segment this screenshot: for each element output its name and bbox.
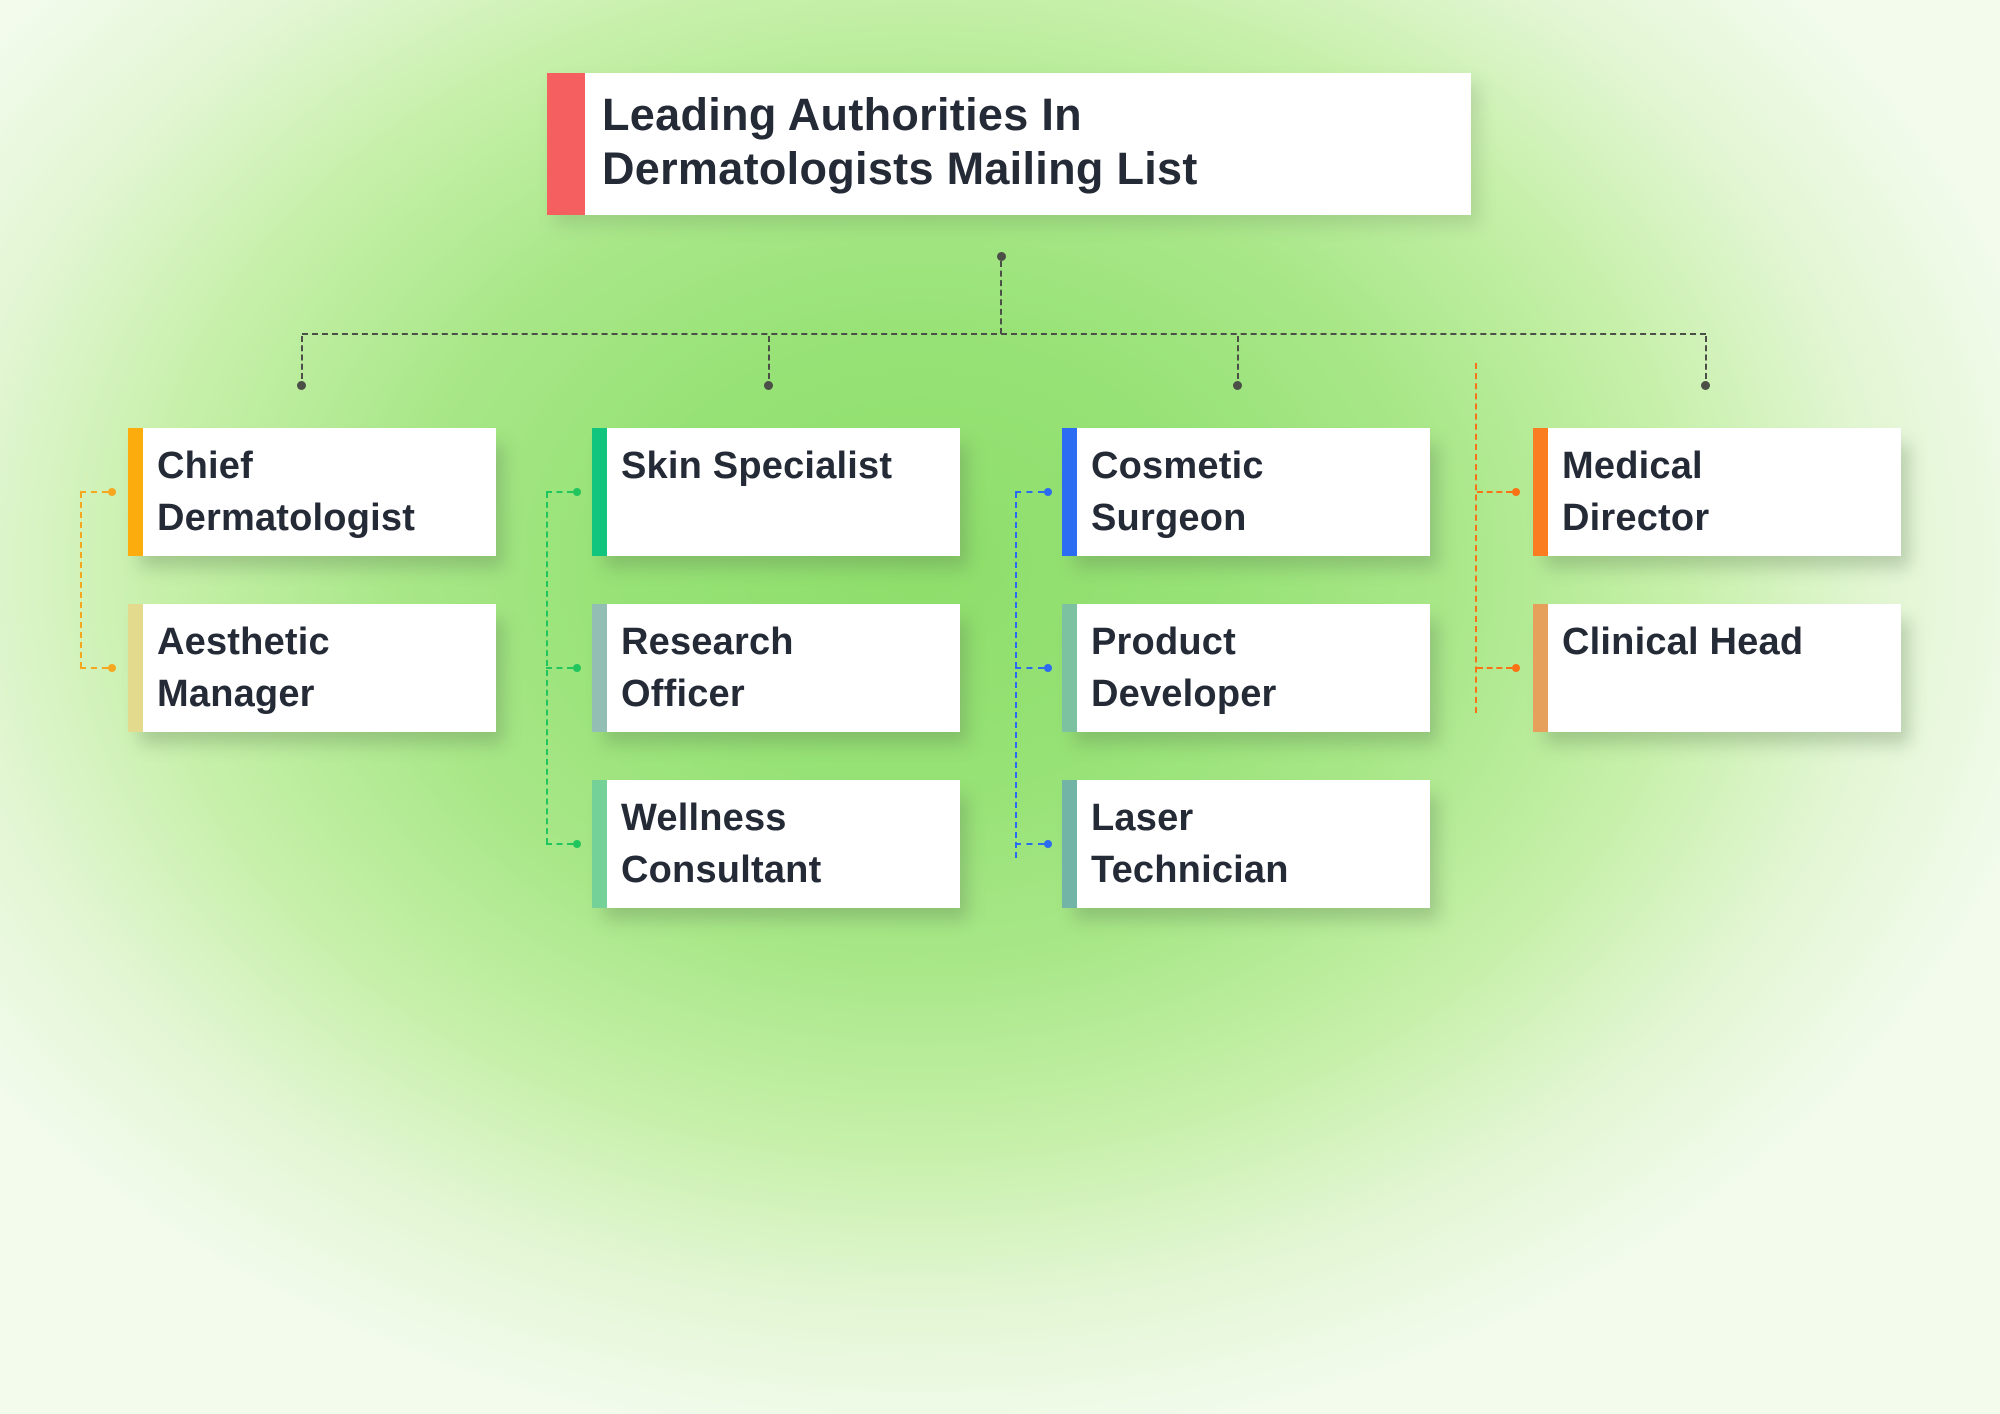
tree-stem-line xyxy=(1000,261,1002,334)
card-accent-bar xyxy=(1062,428,1077,556)
card-label: Cosmetic Surgeon xyxy=(1091,440,1424,544)
card-accent-bar xyxy=(1062,780,1077,908)
col1-stub-row2 xyxy=(80,667,108,669)
col2-stub-row3 xyxy=(546,843,573,845)
card-accent-bar xyxy=(128,428,143,556)
card-research-officer: Research Officer xyxy=(592,604,960,732)
card-label: Chief Dermatologist xyxy=(157,440,490,544)
col1-branch-line xyxy=(80,492,82,668)
card-label-line2: Surgeon xyxy=(1091,497,1247,539)
col2-branch-dot-row2 xyxy=(573,664,581,672)
tree-rail-line xyxy=(302,333,1706,335)
card-label-line1: Cosmetic xyxy=(1091,445,1264,487)
card-accent-bar xyxy=(592,428,607,556)
title-line1: Leading Authorities In xyxy=(602,89,1082,140)
card-label-line2: Technician xyxy=(1091,849,1289,891)
card-chief-dermatologist: Chief Dermatologist xyxy=(128,428,496,556)
title-line2: Dermatologists Mailing List xyxy=(602,143,1198,194)
card-accent-bar xyxy=(592,780,607,908)
rail-drop-dot-1 xyxy=(297,381,306,390)
card-product-developer: Product Developer xyxy=(1062,604,1430,732)
col2-branch-dot-row1 xyxy=(573,488,581,496)
card-label: Laser Technician xyxy=(1091,792,1424,896)
tree-stem-dot xyxy=(997,252,1006,261)
col4-branch-line xyxy=(1475,363,1477,713)
card-clinical-head: Clinical Head xyxy=(1533,604,1901,732)
col3-branch-dot-row3 xyxy=(1044,840,1052,848)
rail-drop-dot-2 xyxy=(764,381,773,390)
card-label-line1: Aesthetic xyxy=(157,621,330,663)
col1-branch-dot-row1 xyxy=(108,488,116,496)
col2-branch-dot-row3 xyxy=(573,840,581,848)
title-accent-bar xyxy=(547,73,585,215)
card-label-line1: Product xyxy=(1091,621,1236,663)
col1-branch-dot-row2 xyxy=(108,664,116,672)
card-label: Product Developer xyxy=(1091,616,1424,720)
rail-drop-line-3 xyxy=(1237,336,1239,379)
card-accent-bar xyxy=(128,604,143,732)
col4-branch-dot-row2 xyxy=(1512,664,1520,672)
rail-drop-line-1 xyxy=(301,336,303,379)
card-label-line2: Consultant xyxy=(621,849,822,891)
col3-stub-row1 xyxy=(1015,491,1044,493)
rail-drop-dot-4 xyxy=(1701,381,1710,390)
card-wellness-consultant: Wellness Consultant xyxy=(592,780,960,908)
col3-stub-row2 xyxy=(1015,667,1044,669)
rail-drop-dot-3 xyxy=(1233,381,1242,390)
card-accent-bar xyxy=(592,604,607,732)
title-card: Leading Authorities In Dermatologists Ma… xyxy=(547,73,1471,215)
card-label-line1: Skin Specialist xyxy=(621,445,893,487)
card-label-line2: Manager xyxy=(157,673,315,715)
card-accent-bar xyxy=(1533,604,1548,732)
card-label-line1: Medical xyxy=(1562,445,1703,487)
card-label: Wellness Consultant xyxy=(621,792,954,896)
col1-stub-row1 xyxy=(80,491,108,493)
card-label: Clinical Head xyxy=(1562,616,1895,668)
card-label-line2: Officer xyxy=(621,673,745,715)
page-title: Leading Authorities In Dermatologists Ma… xyxy=(602,88,1461,196)
col4-stub-row1 xyxy=(1477,491,1512,493)
col3-branch-line xyxy=(1015,492,1017,858)
col2-stub-row1 xyxy=(546,491,573,493)
card-accent-bar xyxy=(1062,604,1077,732)
card-skin-specialist: Skin Specialist xyxy=(592,428,960,556)
card-label: Skin Specialist xyxy=(621,440,954,492)
card-label-line2: Developer xyxy=(1091,673,1277,715)
card-label-line1: Chief xyxy=(157,445,253,487)
col3-stub-row3 xyxy=(1015,843,1044,845)
card-label-line2: Director xyxy=(1562,497,1710,539)
col2-stub-row2 xyxy=(546,667,573,669)
rail-drop-line-4 xyxy=(1705,336,1707,379)
card-accent-bar xyxy=(1533,428,1548,556)
rail-drop-line-2 xyxy=(768,336,770,379)
card-label: Aesthetic Manager xyxy=(157,616,490,720)
card-label: Medical Director xyxy=(1562,440,1895,544)
card-label-line1: Research xyxy=(621,621,794,663)
col3-branch-dot-row2 xyxy=(1044,664,1052,672)
col3-branch-dot-row1 xyxy=(1044,488,1052,496)
card-laser-technician: Laser Technician xyxy=(1062,780,1430,908)
card-cosmetic-surgeon: Cosmetic Surgeon xyxy=(1062,428,1430,556)
card-label-line2: Dermatologist xyxy=(157,497,416,539)
card-medical-director: Medical Director xyxy=(1533,428,1901,556)
col4-stub-row2 xyxy=(1477,667,1512,669)
card-label-line1: Wellness xyxy=(621,797,787,839)
col4-branch-dot-row1 xyxy=(1512,488,1520,496)
card-label-line1: Laser xyxy=(1091,797,1194,839)
card-aesthetic-manager: Aesthetic Manager xyxy=(128,604,496,732)
card-label: Research Officer xyxy=(621,616,954,720)
card-label-line1: Clinical Head xyxy=(1562,621,1804,663)
